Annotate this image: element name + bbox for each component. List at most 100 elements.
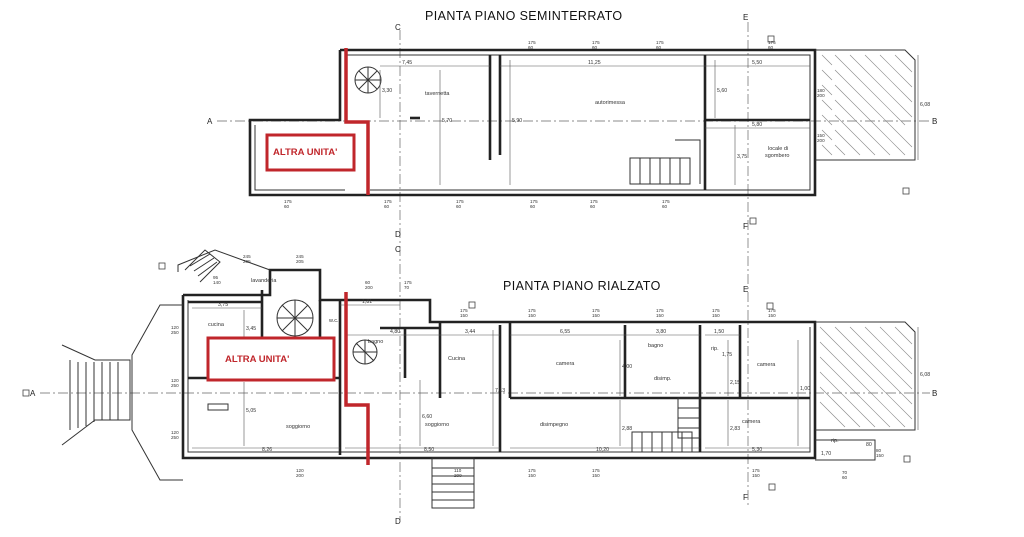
ground-room-soggiorno-mid: soggiorno xyxy=(425,422,449,428)
ground-dim-826: 8,26 xyxy=(262,447,272,453)
ground-other-unit-label: ALTRA UNITA' xyxy=(225,354,289,365)
ground-dim-283: 2,83 xyxy=(730,426,740,432)
ground-room-bagno-small: bagno xyxy=(368,339,383,345)
ground-room-rip-2: rip. xyxy=(831,438,839,444)
ground-room-camera-1: camera xyxy=(556,361,575,367)
ground-dim-530: 5,30 xyxy=(752,447,762,453)
basement-dim-580: 5,80 xyxy=(752,122,762,128)
ground-ramp-hatch xyxy=(815,321,916,431)
ground-left-stairs xyxy=(61,344,131,446)
ground-dim-345: 3,45 xyxy=(246,326,256,332)
section-mark-c-bottom: C xyxy=(395,245,401,254)
ground-dim-400: 4,00 xyxy=(622,364,632,370)
ground-dim-170: 1,70 xyxy=(821,451,831,457)
ground-dim-100: 1,00 xyxy=(800,386,810,392)
basement-dim-330: 3,30 xyxy=(382,88,392,94)
basement-plan xyxy=(248,48,919,197)
ground-room-bagno-2: bagno xyxy=(648,343,663,349)
ground-dim-480: 4,80 xyxy=(390,329,400,335)
ground-plan-title: PIANTA PIANO RIALZATO xyxy=(503,279,661,293)
section-mark-f-bottom: F xyxy=(743,493,748,502)
reference-squares xyxy=(22,35,911,491)
ground-room-camera-3: camera xyxy=(742,419,761,425)
ground-room-wc: w.c. xyxy=(328,318,339,324)
ground-dim-288: 2,88 xyxy=(622,426,632,432)
ground-dim-150: 1,50 xyxy=(714,329,724,335)
basement-dim-745: 7,45 xyxy=(402,60,412,66)
ground-top-left-stairs xyxy=(184,249,221,283)
ground-room-cucina-left: cucina xyxy=(208,322,225,328)
section-mark-e-bottom: E xyxy=(743,285,748,294)
basement-unit-boundary xyxy=(344,48,370,195)
ground-room-soggiorno-left: soggiorno xyxy=(286,424,310,430)
ground-room-camera-2: camera xyxy=(757,362,776,368)
basement-dim-560: 5,60 xyxy=(717,88,727,94)
section-mark-f-top: F xyxy=(743,222,748,231)
ground-inner-stairs xyxy=(631,397,701,453)
section-mark-d-top: D xyxy=(395,230,401,239)
ground-room-rip-1: rip. xyxy=(711,346,719,352)
ground-spiral-stair xyxy=(276,299,378,365)
basement-other-unit-box xyxy=(265,133,356,172)
ground-plan xyxy=(61,249,919,509)
ground-dim-713: 7,13 xyxy=(495,388,505,394)
section-lines xyxy=(40,22,930,520)
basement-other-unit-label: ALTRA UNITA' xyxy=(273,147,337,158)
ground-dim-655: 6,55 xyxy=(560,329,570,335)
ground-dim-380: 3,80 xyxy=(656,329,666,335)
ground-dim-608: 6,08 xyxy=(920,372,930,378)
ground-dim-660: 6,60 xyxy=(422,414,432,420)
basement-room-locale-1: locale di xyxy=(768,146,788,152)
ground-other-unit-box xyxy=(206,336,336,382)
ground-unit-boundary xyxy=(344,292,370,465)
section-mark-b-top: B xyxy=(932,117,937,126)
basement-room-tavernetta: tavernetta xyxy=(425,91,450,97)
basement-room-locale-2: sgombero xyxy=(765,153,789,159)
ground-dim-1020: 10,20 xyxy=(596,447,609,453)
ground-front-stairs xyxy=(431,457,475,509)
basement-dim-375: 3,75 xyxy=(737,154,747,160)
ground-dim-215: 2,15 xyxy=(730,380,740,386)
basement-dim-608: 6,08 xyxy=(920,102,930,108)
basement-plan-title: PIANTA PIANO SEMINTERRATO xyxy=(425,9,623,23)
basement-dim-1125: 11,25 xyxy=(588,60,601,66)
ground-room-disimpegno: disimpegno xyxy=(540,422,568,428)
section-mark-d-bottom: D xyxy=(395,517,401,526)
basement-dim-550: 5,50 xyxy=(752,60,762,66)
section-mark-b-bottom: B xyxy=(932,389,937,398)
ground-room-lavanderia: lavanderia xyxy=(251,278,277,284)
ground-dim-850: 8,50 xyxy=(424,447,434,453)
ground-dim-181: 1,81 xyxy=(362,299,372,305)
